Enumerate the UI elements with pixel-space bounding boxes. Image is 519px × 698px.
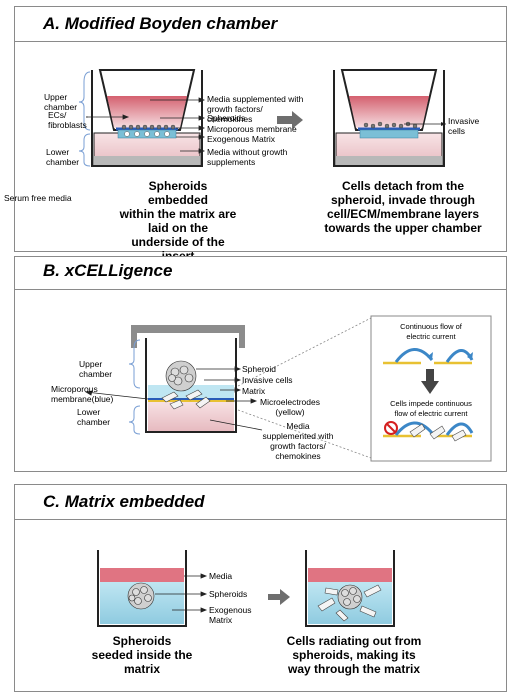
no-flow-icon (384, 421, 398, 435)
panel-b-title: B. xCELLigence (43, 261, 173, 280)
zoom-lines-b (237, 317, 372, 459)
caption-a-right: Cells detach from the spheroid, invade t… (324, 179, 482, 235)
panel-a: A. Modified Boyden chamber (14, 6, 507, 252)
panel-c-header: C. Matrix embedded (15, 485, 506, 520)
xcelligence-lid (131, 325, 245, 348)
label-a-exogenous-matrix: Exogenous Matrix (207, 134, 276, 144)
xcelligence-well (145, 338, 237, 433)
process-arrow-c (268, 589, 290, 605)
panel-a-header: A. Modified Boyden chamber (15, 7, 506, 42)
label-c-spheroids: Spheroids (209, 589, 248, 599)
spheroid-c-left (127, 582, 155, 610)
label-b-microelectrodes: Microelectrodes (yellow) (260, 397, 320, 417)
label-a-media-supplemented: Media supplemented with growth factors/ … (207, 94, 304, 124)
label-b-invasive-cells: Invasive cells (242, 375, 293, 385)
label-b-upper-chamber: Upper chamber (79, 359, 113, 379)
panel-a-title: A. Modified Boyden chamber (43, 14, 278, 33)
leader-lines-c (155, 573, 208, 613)
label-a-invasive-cells: Invasive cells (448, 116, 480, 136)
label-b-lower-chamber: Lower chamber (77, 407, 111, 427)
chamber-brackets-a (78, 71, 91, 167)
label-b-matrix: Matrix (242, 386, 266, 396)
panel-c: C. Matrix embedded (14, 484, 507, 692)
process-arrow-a (277, 111, 303, 129)
leader-lines-a (86, 97, 206, 154)
label-a-serum-free: Serum free media (4, 193, 72, 203)
matrix-well-left (97, 550, 187, 627)
inset-electric-current (370, 315, 492, 462)
invasive-cells-b (161, 389, 211, 410)
label-c-exogenous-matrix: Exogenous Matrix (209, 605, 252, 625)
label-c-media: Media (209, 571, 233, 581)
spheroid-b (165, 360, 197, 392)
label-b-cells-impede: Cells impede continuous flow of electric… (390, 399, 472, 418)
caption-c-left: Spheroids seeded inside the matrix (91, 634, 193, 676)
label-a-lower-chamber: Lower chamber (46, 147, 80, 167)
label-b-spheroid: Spheroid (242, 364, 277, 374)
label-a-media-without: Media without growth supplements (207, 147, 288, 167)
matrix-well-right (305, 550, 395, 627)
label-a-ecs-fibroblasts: ECs/ fibroblasts (48, 110, 87, 130)
chamber-brackets-b (128, 339, 141, 435)
label-a-microporous-membrane: Microporous membrane (207, 124, 297, 134)
leader-lines-b (84, 366, 263, 431)
label-a-spheroids: Spheroids (207, 113, 246, 123)
boyden-chamber-right (333, 69, 446, 167)
label-b-continuous-flow: Continuous flow of electric current (400, 322, 462, 341)
caption-c-right: Cells radiating out from spheroids, maki… (286, 634, 422, 676)
label-a-upper-chamber: Upper chamber (44, 92, 78, 112)
panel-c-title: C. Matrix embedded (43, 492, 205, 511)
radiating-cells-c (317, 584, 382, 622)
spheroid-c-right (337, 584, 363, 610)
label-b-media-supplemented: Media supplemented with growth factors/ … (262, 421, 334, 461)
label-b-microporous-membrane: Microporous membrane(blue) (51, 384, 114, 404)
panel-b-header: B. xCELLigence (15, 257, 506, 290)
